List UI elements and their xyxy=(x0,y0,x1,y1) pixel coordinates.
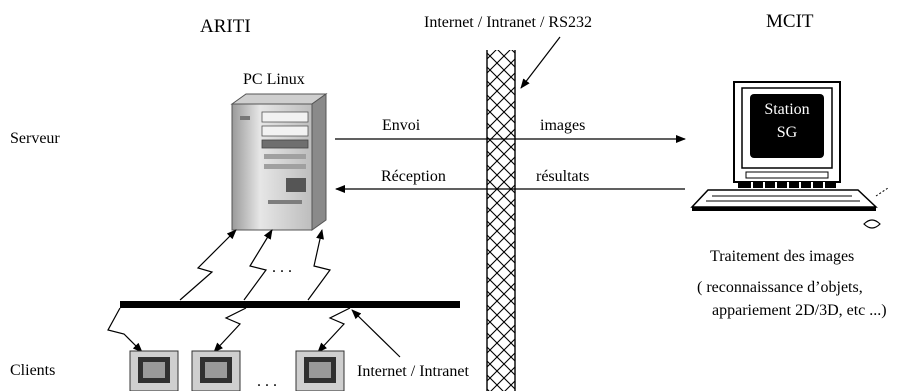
links-ellipsis: . . . xyxy=(272,259,292,276)
link-zigzag-1 xyxy=(179,229,237,301)
sgi-workstation-icon: Station SG xyxy=(690,81,889,229)
envoi-label: Envoi xyxy=(382,117,421,134)
client-monitor-1 xyxy=(129,350,179,391)
station-line1: Station xyxy=(764,101,809,118)
images-label: images xyxy=(540,117,585,134)
client-zigzag-1 xyxy=(107,307,143,353)
link-zigzag-3 xyxy=(307,229,332,301)
link-zigzag-2 xyxy=(243,229,273,301)
network-bottom-label: Internet / Intranet xyxy=(357,363,470,380)
mcit-heading: MCIT xyxy=(766,11,814,32)
clients-label: Clients xyxy=(10,362,55,379)
network-bottom-pointer xyxy=(351,309,401,358)
network-top-label: Internet / Intranet / RS232 xyxy=(424,14,592,31)
client-zigzag-3 xyxy=(317,307,351,353)
ariti-heading: ARITI xyxy=(200,16,251,37)
serveur-label: Serveur xyxy=(10,130,60,147)
traitement-label: Traitement des images xyxy=(710,248,854,265)
client-zigzag-2 xyxy=(213,307,247,353)
client-monitor-3 xyxy=(295,350,345,391)
network-bus xyxy=(120,301,460,308)
network-top-pointer xyxy=(520,36,561,89)
note-line1: ( reconnaissance d’objets, xyxy=(697,279,863,296)
reception-label: Réception xyxy=(381,168,446,185)
client-monitor-2 xyxy=(191,350,241,391)
station-line2: SG xyxy=(777,124,798,141)
network-barrier xyxy=(486,50,516,391)
clients-ellipsis: . . . xyxy=(257,373,277,390)
pc-tower-icon xyxy=(230,93,328,231)
pc-linux-label: PC Linux xyxy=(243,71,305,88)
note-line2: appariement 2D/3D, etc ...) xyxy=(712,302,887,319)
resultats-label: résultats xyxy=(536,168,589,185)
